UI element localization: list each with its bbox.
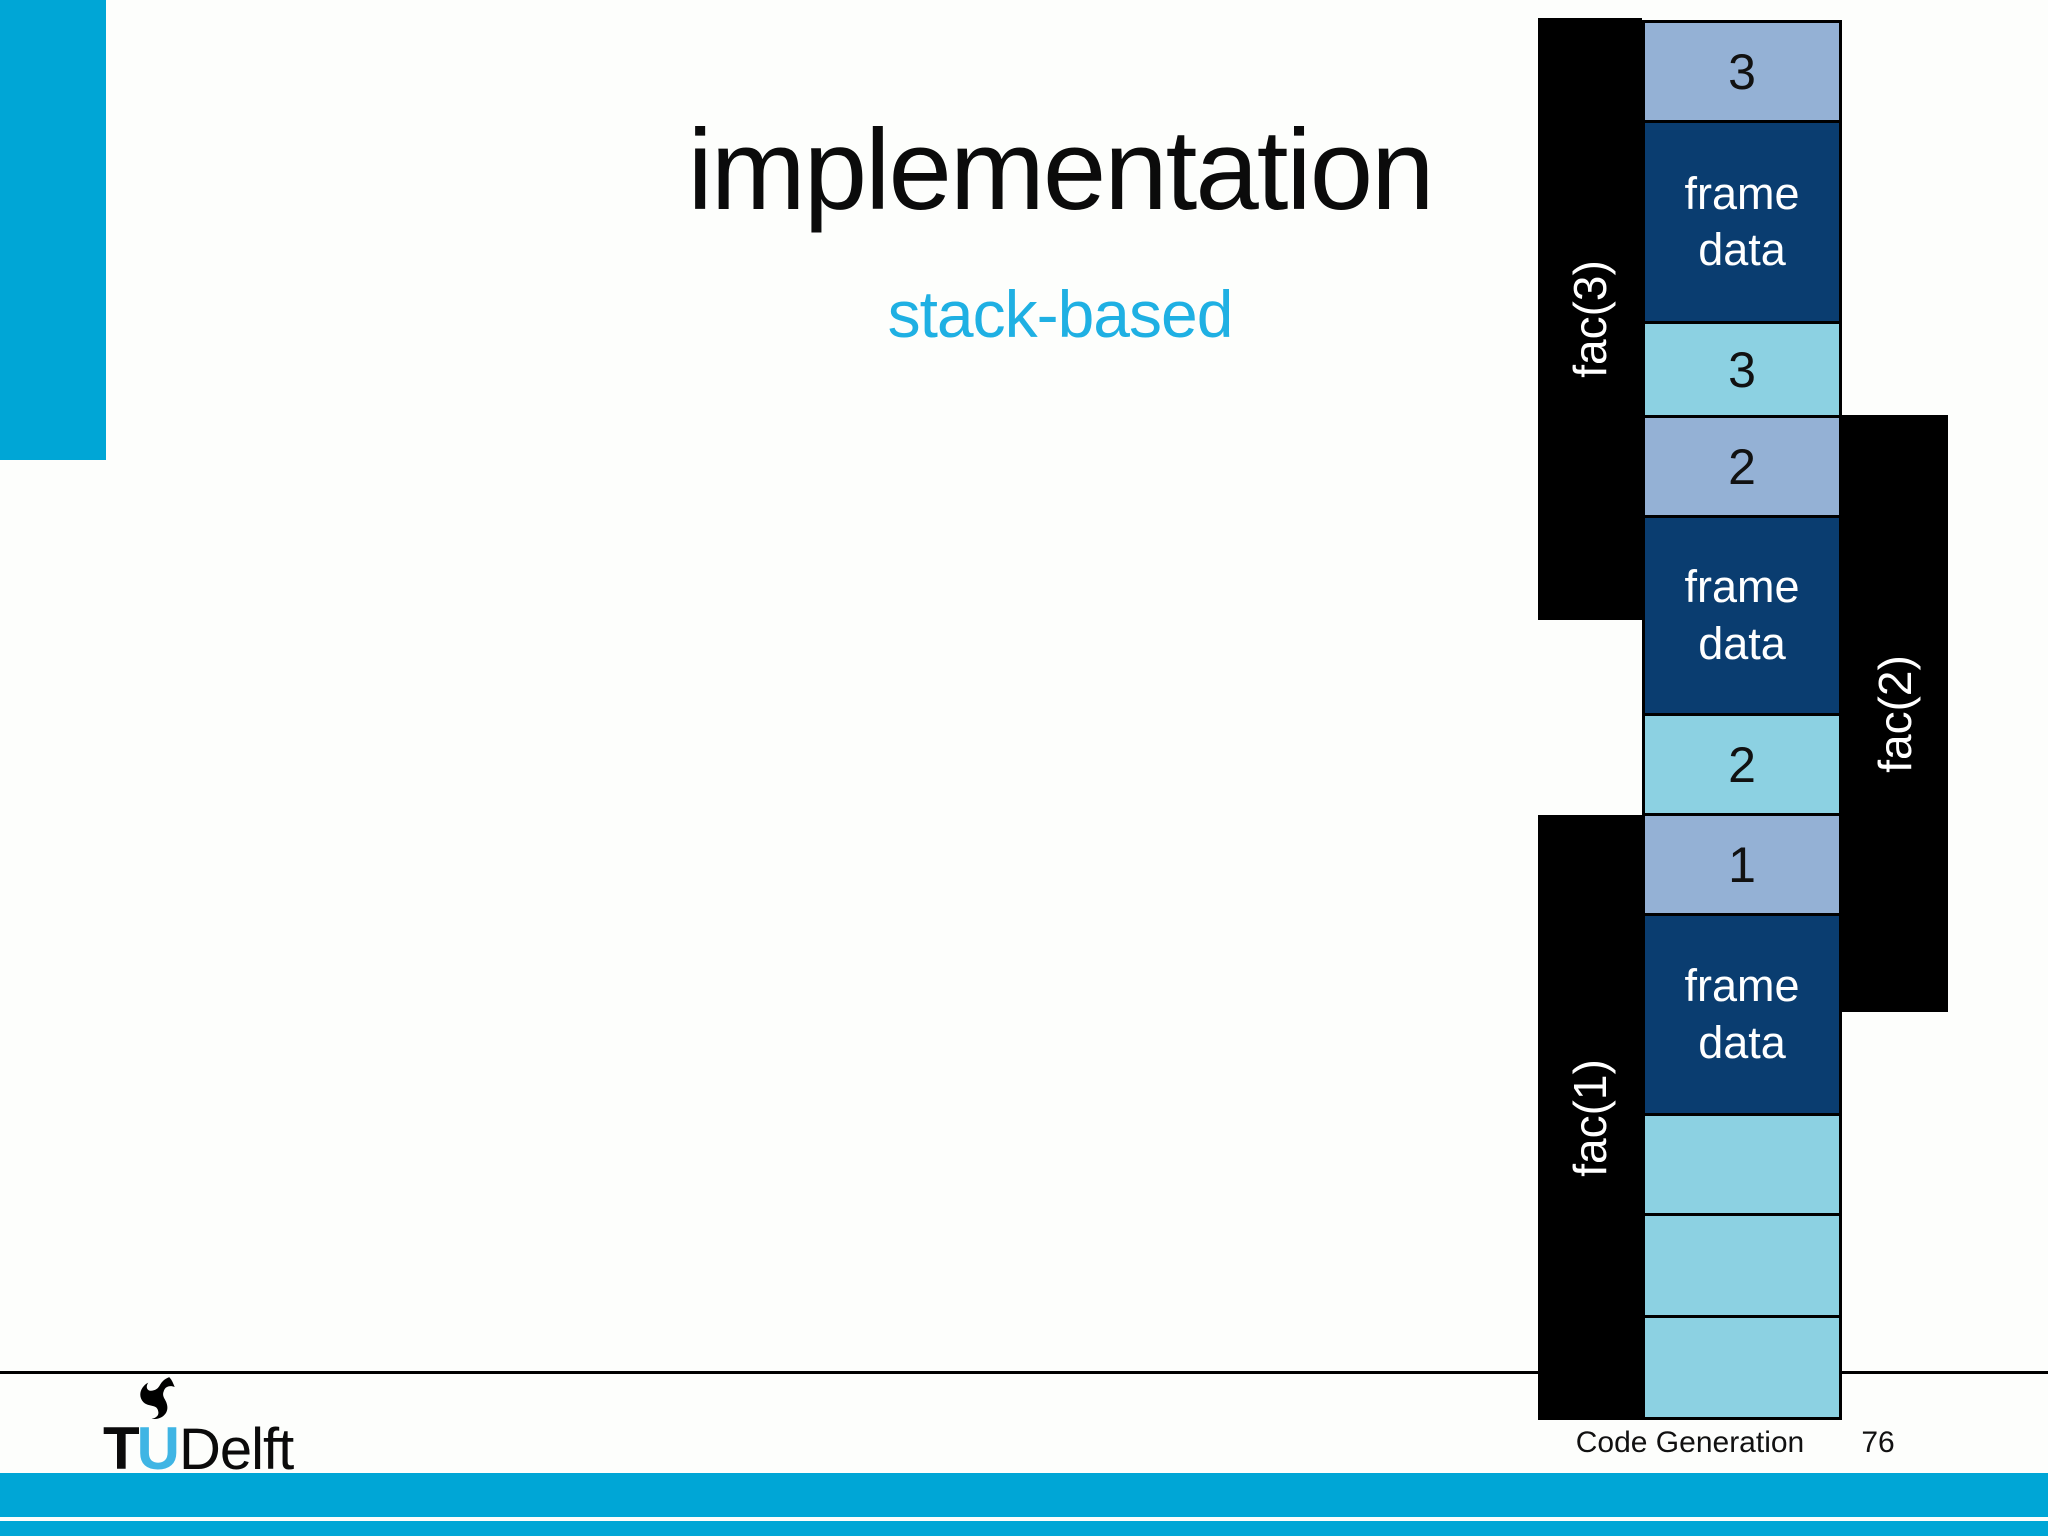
- stack-cell-label: 3: [1728, 341, 1756, 398]
- logo-word-delft: Delft: [179, 1417, 294, 1482]
- stack-cell-empty: [1642, 1213, 1842, 1318]
- slide-title: implementation: [687, 107, 1434, 234]
- stack-cell-label: frame data: [1684, 960, 1800, 1068]
- slide-subtitle: stack-based: [887, 277, 1234, 351]
- stack-frame-bar-fac2: fac(2): [1842, 415, 1948, 1012]
- stack-cell-label: 3: [1728, 43, 1756, 100]
- stack-cell-arg-2: 2: [1642, 415, 1842, 518]
- footer-cyan-bar-lower: [0, 1521, 2048, 1536]
- stack-frame-label: fac(2): [1869, 654, 1921, 773]
- footer-page-number: 76: [1861, 1426, 1895, 1459]
- stack-cell-arg-1: 1: [1642, 813, 1842, 916]
- stack-frame-bar-fac1: fac(1): [1538, 815, 1642, 1420]
- tudelft-wordmark: TUDelft: [103, 1414, 294, 1483]
- stack-frame-bar-fac3: fac(3): [1538, 18, 1642, 620]
- stack-frame-label: fac(3): [1564, 260, 1616, 378]
- left-accent-bar: [0, 0, 106, 460]
- stack-cell-label: 2: [1728, 438, 1756, 495]
- tudelft-logo: TUDelft: [103, 1376, 363, 1482]
- stack-frame-label: fac(1): [1564, 1058, 1616, 1177]
- stack-cell-frame-frame-data: frame data: [1642, 913, 1842, 1116]
- logo-letter-t: T: [103, 1415, 140, 1482]
- stack-cell-frame-frame-data: frame data: [1642, 120, 1842, 324]
- stack-cell-empty: [1642, 1315, 1842, 1420]
- stack-cell-frame-frame-data: frame data: [1642, 515, 1842, 716]
- stack-cell-label: frame data: [1684, 167, 1800, 275]
- stack-cell-label: frame data: [1684, 561, 1800, 669]
- stack-cell-return-3: 3: [1642, 321, 1842, 418]
- stack-cell-label: 2: [1728, 736, 1756, 793]
- tudelft-flame-icon: [140, 1377, 175, 1420]
- stack-cell-return-2: 2: [1642, 713, 1842, 816]
- logo-letter-u: U: [136, 1415, 180, 1482]
- footer-separator-line: [0, 1371, 2048, 1374]
- stack-cell-empty: [1642, 1113, 1842, 1216]
- footer-cyan-bar: [0, 1473, 2048, 1517]
- footer-course-label: Code Generation: [1575, 1426, 1805, 1459]
- stack-cell-arg-3: 3: [1642, 20, 1842, 123]
- stack-cell-label: 1: [1728, 836, 1756, 893]
